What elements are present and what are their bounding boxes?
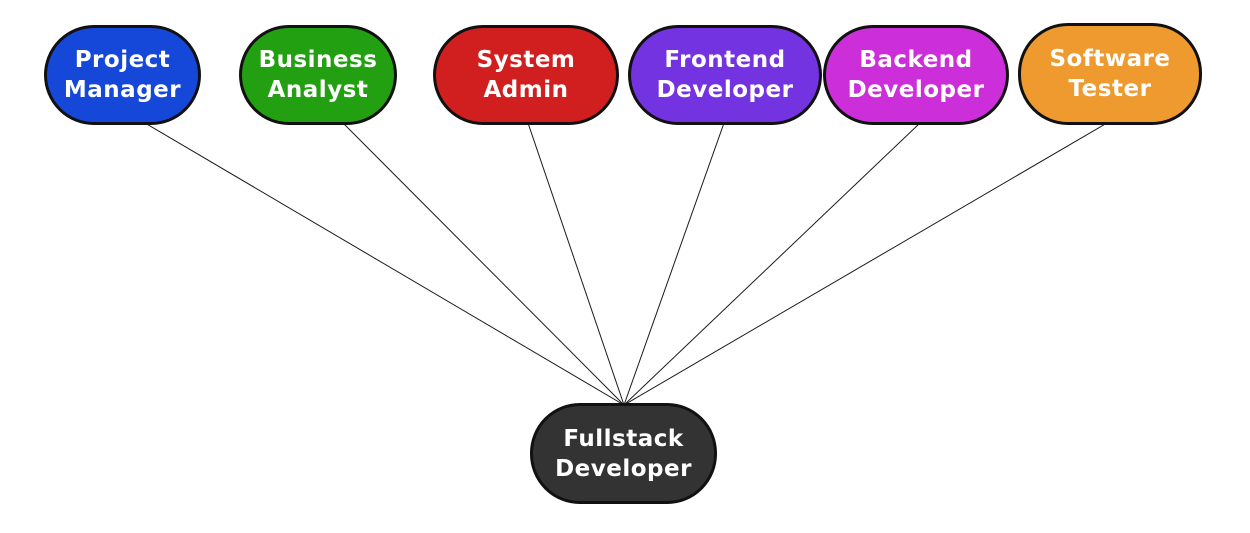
- node-label-line: Developer: [656, 77, 794, 103]
- node-label-line: Developer: [555, 455, 692, 482]
- node-label: Frontend Developer: [657, 45, 794, 105]
- node-label-line: Fullstack: [563, 425, 684, 452]
- node-label-line: Admin: [483, 77, 569, 103]
- node-label-line: Tester: [1068, 76, 1152, 102]
- node-label: Business Analyst: [259, 45, 378, 105]
- node-frontend-developer: Frontend Developer: [628, 25, 822, 125]
- edge-project-manager: [144, 122, 625, 406]
- edge-business-analyst: [342, 122, 625, 406]
- edge-system-admin: [527, 122, 625, 406]
- node-label-line: Software: [1049, 46, 1171, 72]
- edge-software-tester: [623, 122, 1108, 406]
- node-label-line: Frontend: [664, 47, 786, 73]
- edge-frontend-developer: [623, 122, 725, 406]
- node-label-line: Developer: [847, 77, 985, 103]
- node-software-tester: Software Tester: [1018, 23, 1202, 125]
- node-fullstack-developer: Fullstack Developer: [530, 403, 717, 504]
- node-label-line: Business: [258, 47, 378, 73]
- node-backend-developer: Backend Developer: [823, 25, 1009, 125]
- node-business-analyst: Business Analyst: [239, 25, 397, 125]
- node-label-line: Analyst: [267, 77, 369, 103]
- node-label: Project Manager: [64, 45, 181, 105]
- node-label: Software Tester: [1049, 44, 1170, 104]
- node-system-admin: System Admin: [433, 25, 619, 125]
- node-label-line: System: [476, 47, 576, 73]
- node-project-manager: Project Manager: [44, 25, 201, 125]
- edge-backend-developer: [623, 122, 921, 406]
- node-label-line: Backend: [859, 47, 973, 73]
- node-label: Backend Developer: [848, 45, 985, 105]
- node-label: Fullstack Developer: [555, 424, 692, 484]
- node-label-line: Project: [74, 47, 171, 73]
- node-label: System Admin: [477, 45, 576, 105]
- node-label-line: Manager: [63, 77, 182, 103]
